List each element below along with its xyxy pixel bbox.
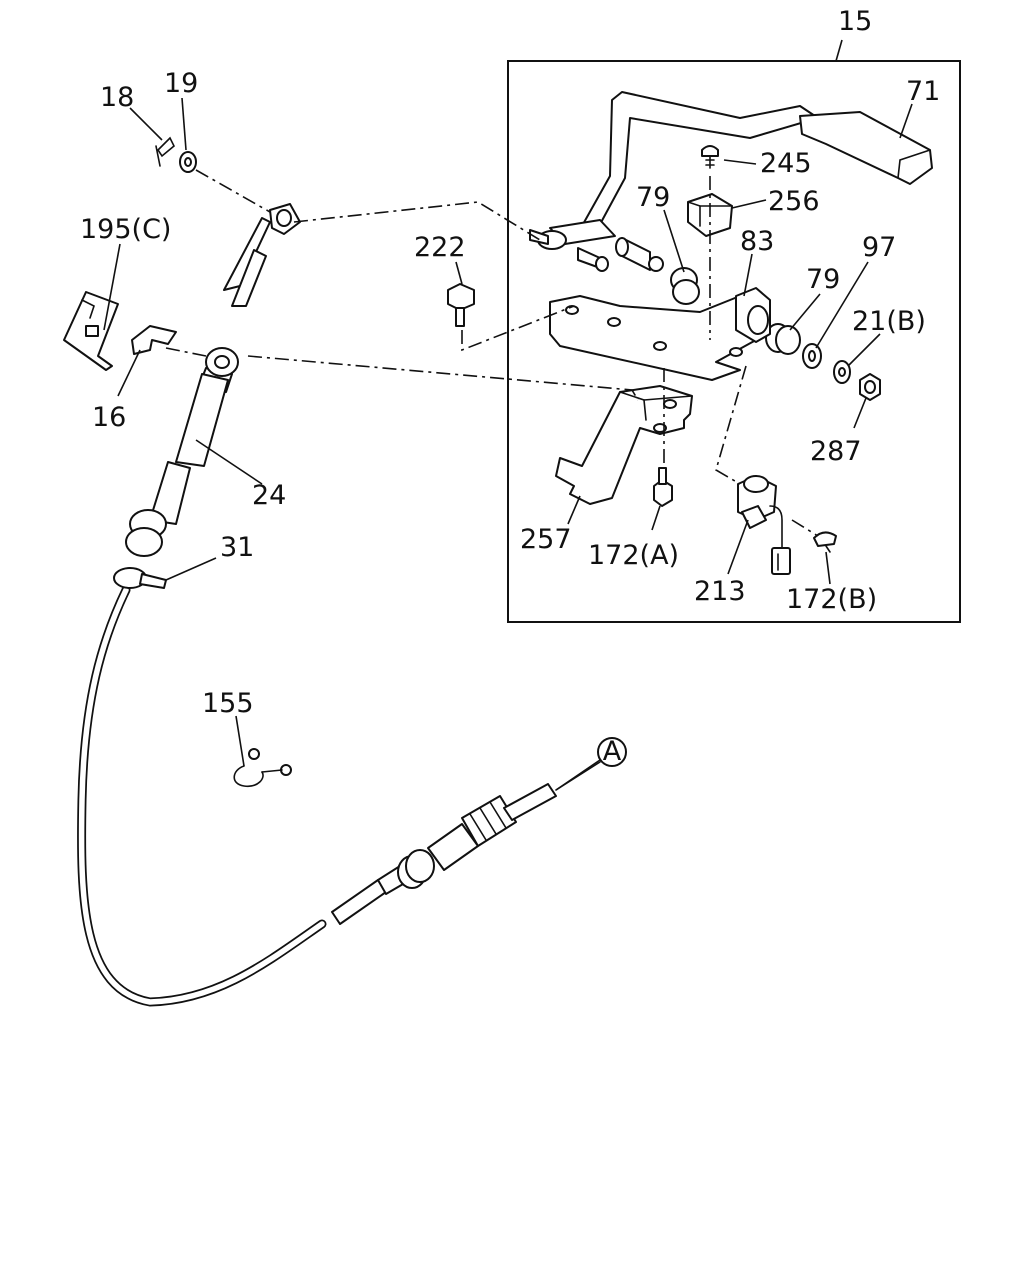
dashed-16-to-cable: [165, 347, 207, 357]
label-31: 31: [220, 532, 254, 563]
label-172b: 172(B): [786, 584, 877, 615]
bolt-222: [447, 283, 475, 327]
label-222: 222: [414, 232, 466, 263]
pivot-bracket: [549, 287, 771, 381]
dashed-switch: [715, 365, 747, 485]
bushing-79-right: [765, 323, 801, 355]
control-cable-24: [77, 203, 601, 1007]
label-71: 71: [906, 76, 940, 107]
reference-a-label: A: [603, 736, 622, 767]
switch-213: [737, 475, 791, 575]
bracket-257: [555, 385, 693, 505]
clip-16: [131, 325, 177, 355]
label-257: 257: [520, 524, 572, 555]
label-256: 256: [768, 186, 820, 217]
assembly-15-box: [507, 60, 961, 623]
leader-lines: [103, 97, 913, 791]
washer-97: [802, 343, 822, 369]
clip-155: [233, 748, 292, 788]
label-172a: 172(A): [588, 540, 679, 571]
washer-19: [179, 151, 197, 173]
dashed-screw-172b: [791, 519, 819, 537]
label-21b: 21(B): [852, 306, 926, 337]
label-213: 213: [694, 576, 746, 607]
label-18: 18: [100, 82, 134, 113]
label-24: 24: [252, 480, 286, 511]
label-245: 245: [760, 148, 812, 179]
label-79-right: 79: [806, 264, 840, 295]
reference-a-circle: [597, 737, 627, 767]
label-97: 97: [862, 232, 896, 263]
label-287: 287: [810, 436, 862, 467]
label-19: 19: [164, 68, 198, 99]
dashed-bolt-222: [461, 305, 575, 352]
clip-18: [155, 136, 175, 167]
label-16: 16: [92, 402, 126, 433]
control-lever: [529, 91, 933, 272]
bolt-172a: [653, 467, 673, 507]
label-79-left: 79: [636, 182, 670, 213]
label-15: 15: [838, 6, 872, 37]
dashed-cable-to-bracket: [247, 355, 639, 401]
washer-21b: [833, 360, 851, 384]
dashed-19-to-cable: [195, 169, 271, 213]
label-195c: 195(C): [80, 214, 171, 245]
nut-287: [859, 373, 881, 401]
bushing-79-left: [670, 267, 700, 305]
dashed-cable-to-lever: [293, 201, 541, 241]
assembly-15-leader: [835, 39, 843, 62]
label-83: 83: [740, 226, 774, 257]
label-155: 155: [202, 688, 254, 719]
bracket-195c: [63, 291, 119, 371]
screw-245: [701, 145, 719, 169]
